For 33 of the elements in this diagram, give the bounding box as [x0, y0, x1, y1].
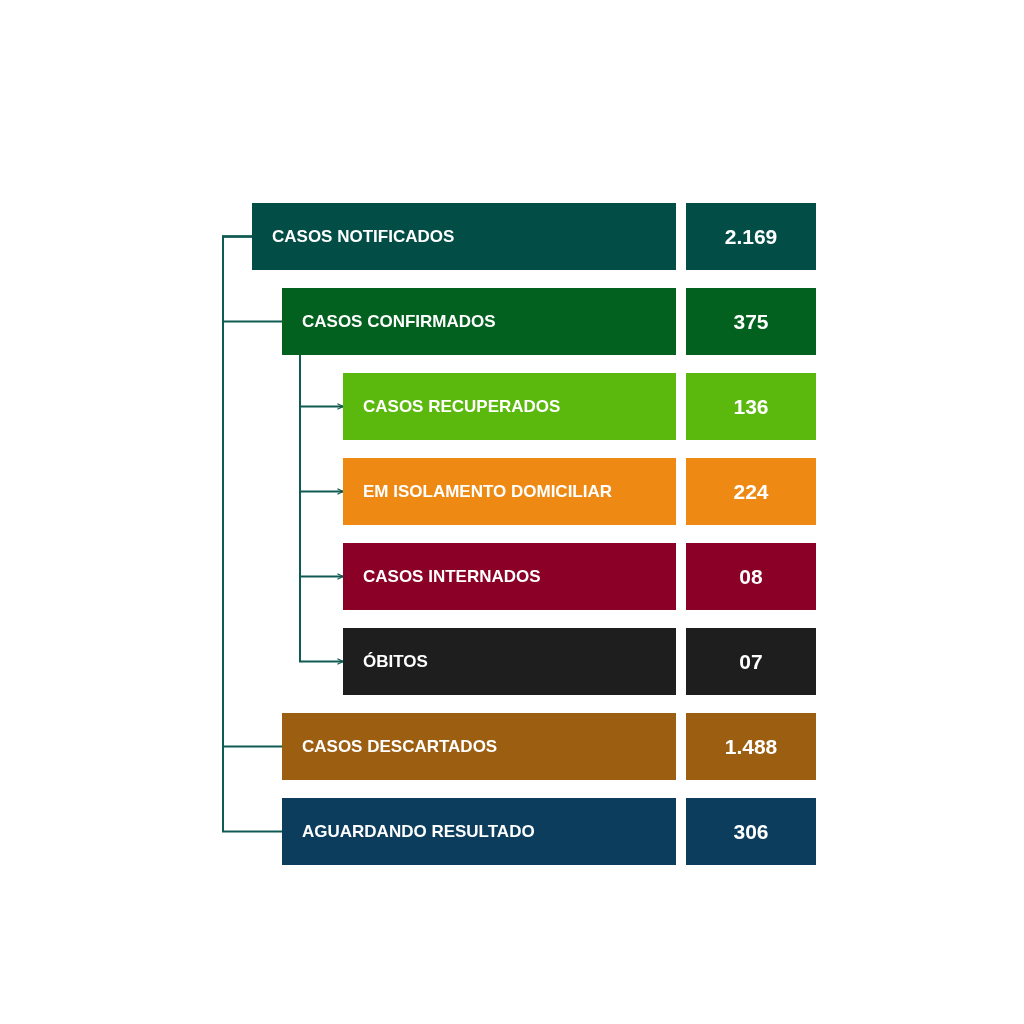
count-value: 08 — [739, 564, 763, 589]
count-value: 375 — [733, 309, 769, 334]
category-box — [343, 458, 676, 525]
category-box — [343, 628, 676, 695]
value-box — [686, 713, 816, 780]
category-label: CASOS DESCARTADOS — [302, 736, 498, 757]
category-label: ÓBITOS — [363, 651, 428, 672]
count-value: 306 — [733, 819, 769, 844]
count-value: 224 — [733, 479, 769, 504]
value-box — [686, 628, 816, 695]
count-value: 1.488 — [724, 734, 778, 759]
count-value: 07 — [739, 649, 763, 674]
category-label: AGUARDANDO RESULTADO — [302, 821, 535, 842]
category-label: CASOS RECUPERADOS — [363, 396, 561, 417]
arrow — [299, 354, 344, 665]
value-box — [686, 288, 816, 355]
count-value: 136 — [733, 394, 769, 419]
category-box — [343, 543, 676, 610]
category-box — [252, 203, 676, 270]
value-box — [686, 373, 816, 440]
value-box — [686, 543, 816, 610]
category-box — [282, 798, 676, 865]
category-box — [343, 373, 676, 440]
value-box — [686, 798, 816, 865]
category-label: CASOS NOTIFICADOS — [272, 226, 455, 247]
value-box — [686, 458, 816, 525]
category-box — [282, 713, 676, 780]
category-label: CASOS CONFIRMADOS — [302, 311, 496, 332]
category-box — [282, 288, 676, 355]
category-label: EM ISOLAMENTO DOMICILIAR — [363, 481, 612, 502]
value-box — [686, 203, 816, 270]
category-label: CASOS INTERNADOS — [363, 566, 541, 587]
count-value: 2.169 — [724, 224, 778, 249]
